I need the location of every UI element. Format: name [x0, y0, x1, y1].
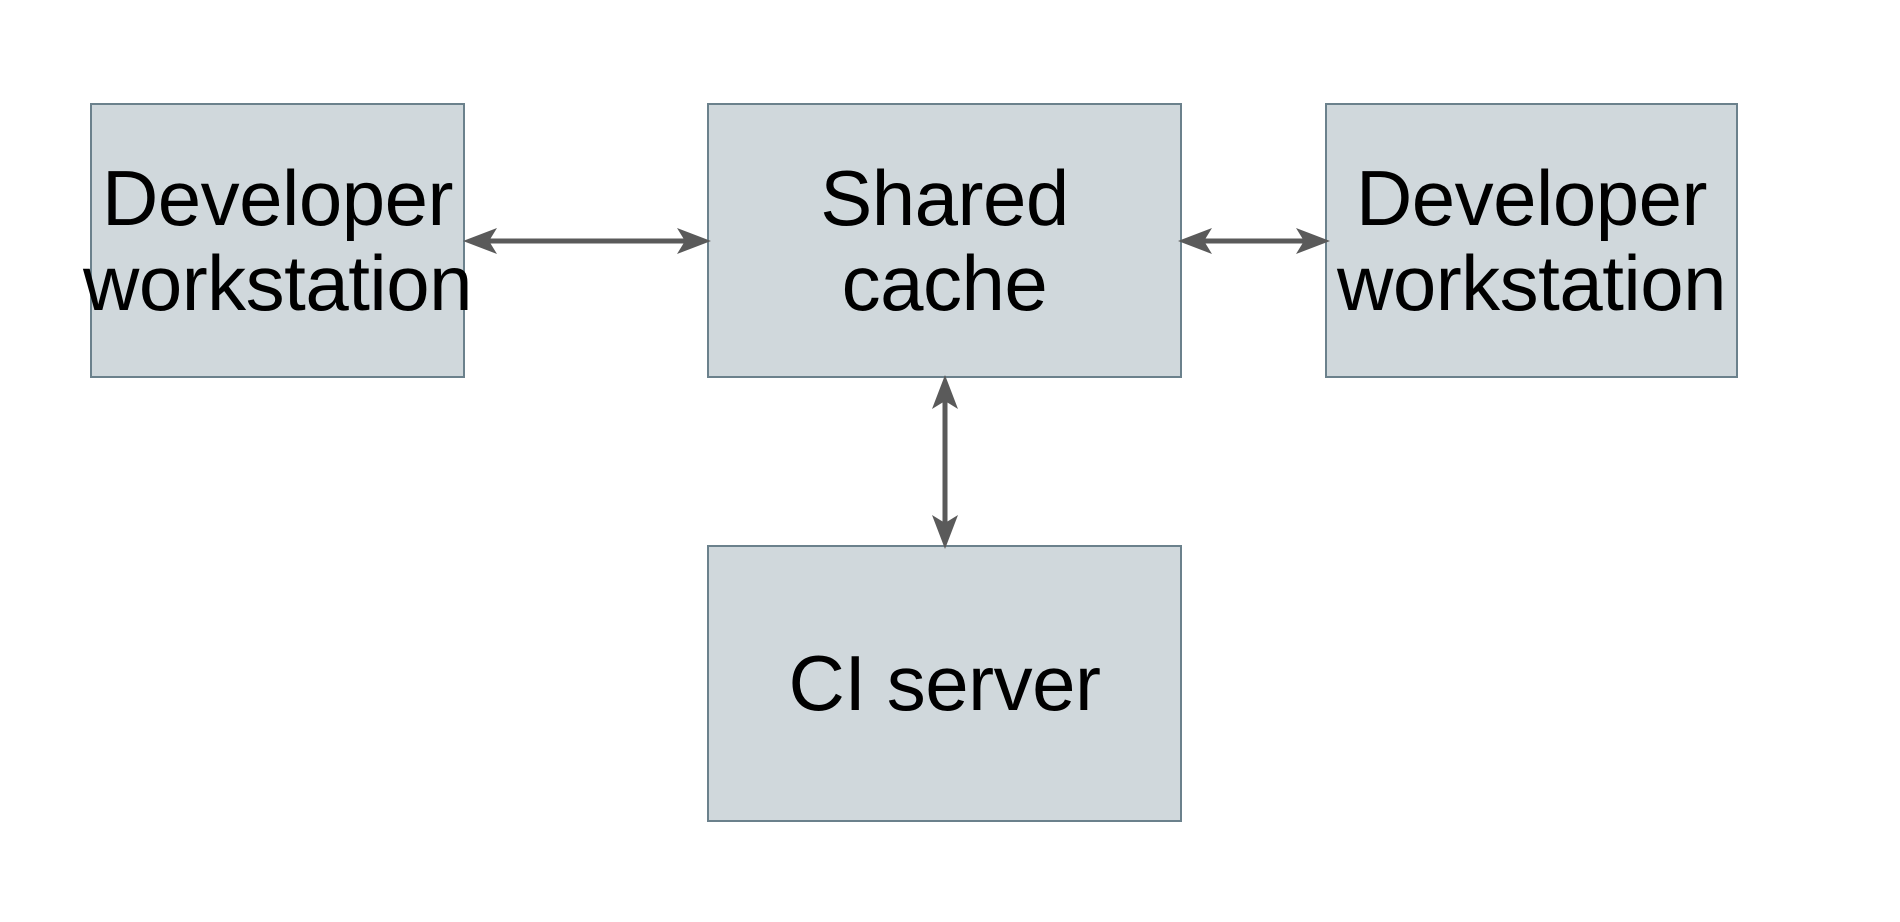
node-label: Developer workstation [1337, 154, 1727, 327]
double-arrow-icon [463, 228, 711, 254]
edge-developer-left-to-shared-cache [463, 222, 711, 260]
double-arrow-icon [1178, 228, 1330, 254]
node-label: Shared cache [820, 154, 1069, 327]
double-arrow-icon [932, 375, 958, 549]
node-label: Developer workstation [83, 154, 473, 327]
node-ci-server[interactable]: CI server [707, 545, 1182, 822]
node-developer-workstation-left[interactable]: Developer workstation [83, 103, 473, 378]
edge-shared-cache-to-ci-server [926, 375, 964, 549]
edge-shared-cache-to-developer-right [1178, 222, 1330, 260]
node-label: CI server [788, 639, 1101, 728]
node-developer-workstation-right[interactable]: Developer workstation [1325, 103, 1738, 378]
node-shared-cache[interactable]: Shared cache [707, 103, 1182, 378]
